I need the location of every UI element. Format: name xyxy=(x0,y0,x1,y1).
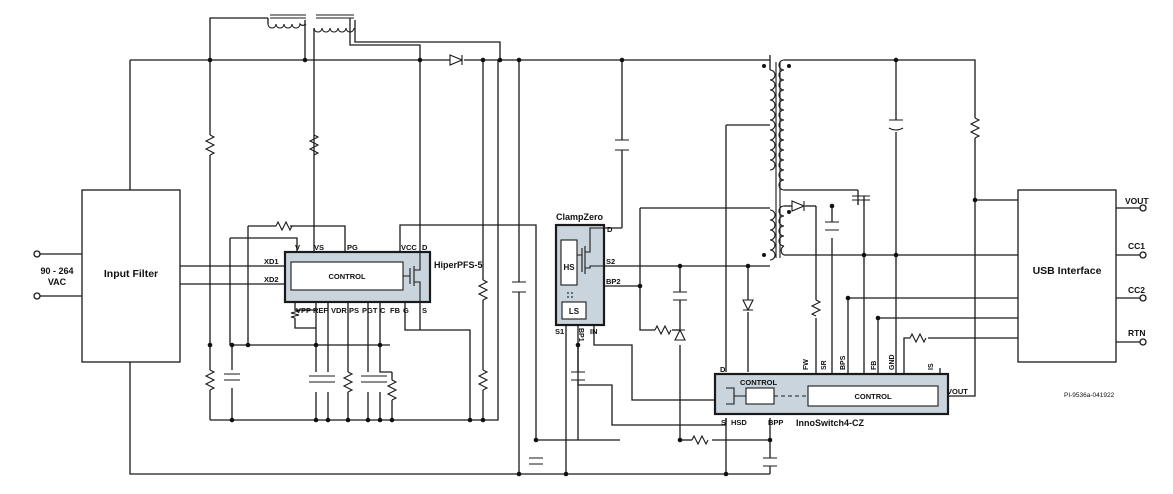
clampzero-ic: ClampZero HS LS D S2 BP2 S1 BP1 IN xyxy=(554,212,621,342)
pin-c: C xyxy=(380,306,386,315)
pin-v: V xyxy=(295,243,300,252)
clampzero-pin-d: D xyxy=(607,225,613,234)
clampzero-hs-label: HS xyxy=(563,263,575,272)
innoswitch-pin-sr: SR xyxy=(821,360,828,370)
innoswitch-pin-fw: FW xyxy=(803,359,810,370)
pin-pg: PG xyxy=(347,243,358,252)
output-cc2: CC2 xyxy=(1128,285,1145,295)
main-transformer xyxy=(762,59,791,261)
output-cc1: CC1 xyxy=(1128,241,1145,251)
clampzero-ls-label: LS xyxy=(569,307,580,316)
innoswitch-pin-s: S xyxy=(721,418,726,427)
innoswitch-pin-vout: VOUT xyxy=(947,387,968,396)
input-voltage-label: 90 - 264 xyxy=(40,266,73,276)
innoswitch-name: InnoSwitch4-CZ xyxy=(796,418,864,428)
pin-xd1: XD1 xyxy=(264,257,279,266)
innoswitch-pin-gnd: GND xyxy=(889,354,896,370)
innoswitch-ic: CONTROL CONTROL InnoSwitch4-CZ D S HSD B… xyxy=(713,354,968,428)
usb-interface-label: USB Interface xyxy=(1033,265,1102,277)
pin-g: G xyxy=(403,306,409,315)
capacitors xyxy=(224,119,904,467)
output-vout: VOUT xyxy=(1125,196,1149,206)
input-filter-block: Input Filter xyxy=(81,189,181,363)
innoswitch-pin-bps: BPS xyxy=(840,355,847,370)
resistors xyxy=(204,117,981,446)
innoswitch-pin-bpp: BPP xyxy=(768,418,783,427)
innoswitch-pin-fb: FB xyxy=(871,361,878,370)
sr-mosfet xyxy=(852,195,870,205)
input-unit-label: VAC xyxy=(48,277,67,287)
document-id: PI-9536a-041922 xyxy=(1064,392,1115,399)
pfc-inductor xyxy=(267,14,355,33)
clampzero-pin-bp2: BP2 xyxy=(606,277,621,286)
output-rtn: RTN xyxy=(1128,328,1145,338)
innoswitch-primary-label: CONTROL xyxy=(740,378,777,387)
clampzero-pin-in: IN xyxy=(590,327,598,336)
innoswitch-pin-is: IS xyxy=(928,363,935,370)
clampzero-pin-bp1: BP1 xyxy=(577,328,584,342)
clampzero-pin-s1: S1 xyxy=(555,327,564,336)
pin-fb: FB xyxy=(390,306,401,315)
input-terminals: 90 - 264 VAC xyxy=(33,250,74,300)
diodes xyxy=(449,54,806,341)
hiperpfs-name: HiperPFS-5 xyxy=(434,260,483,270)
pin-vpp: VPP xyxy=(296,306,311,315)
pin-vdr: VDR xyxy=(331,306,347,315)
hiperpfs-ic: CONTROL HiperPFS-5 V VS PG VCC D XD1 XD2… xyxy=(264,243,483,315)
pin-d: D xyxy=(422,243,428,252)
clampzero-name: ClampZero xyxy=(556,212,604,222)
usb-interface-block: USB Interface xyxy=(1017,189,1117,363)
pin-vcc: VCC xyxy=(401,243,417,252)
clampzero-pin-s2: S2 xyxy=(606,257,615,266)
pin-pgt: PGT xyxy=(362,306,378,315)
hiperpfs-core-label: CONTROL xyxy=(328,272,365,281)
pin-ps: PS xyxy=(349,306,359,315)
pin-ref: REF xyxy=(313,306,328,315)
innoswitch-pin-d: D xyxy=(720,365,726,374)
output-terminals: VOUT CC1 CC2 RTN xyxy=(1125,196,1149,346)
pin-xd2: XD2 xyxy=(264,275,279,284)
wires xyxy=(40,17,1140,475)
innoswitch-secondary-label: CONTROL xyxy=(854,392,891,401)
pin-s: S xyxy=(422,306,427,315)
innoswitch-pin-hsd: HSD xyxy=(731,418,747,427)
input-filter-label: Input Filter xyxy=(104,268,158,280)
junctions xyxy=(207,57,978,477)
pin-vs: VS xyxy=(314,243,324,252)
